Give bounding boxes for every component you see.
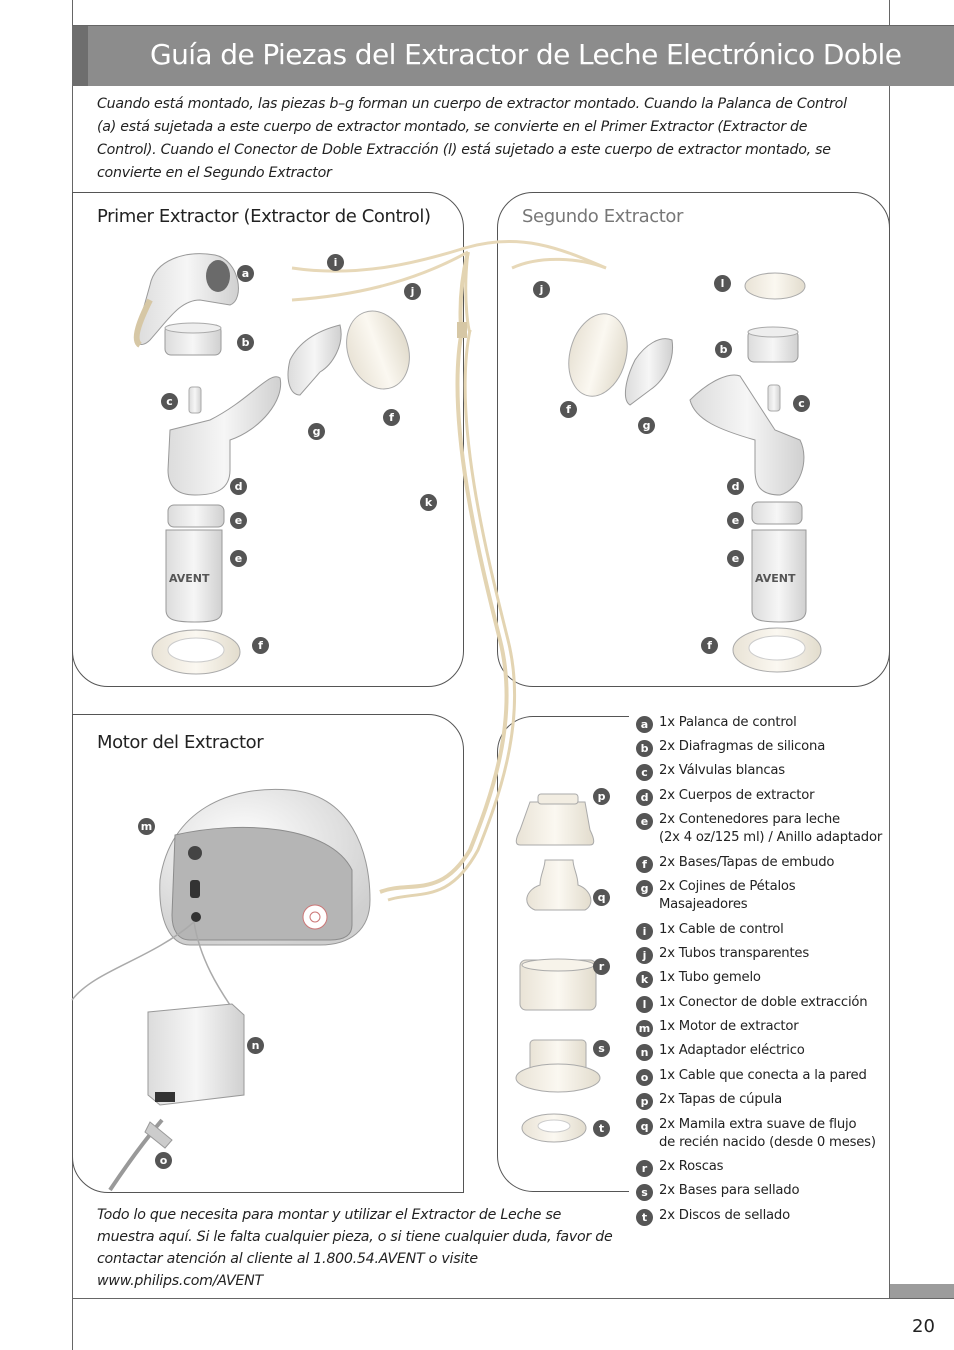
panel-second-pump <box>497 192 890 687</box>
marker-f2-second: f <box>701 637 718 654</box>
marker-p: p <box>593 788 610 805</box>
marker-r: r <box>593 958 610 975</box>
marker-b-second: b <box>715 341 732 358</box>
marker-a-first: a <box>237 265 254 282</box>
marker-f-first: f <box>252 637 269 654</box>
panel-motor <box>72 714 464 1193</box>
marker-e2-second: e <box>727 550 744 567</box>
marker-j-second: j <box>533 281 550 298</box>
marker-c-second: c <box>793 395 810 412</box>
top-rule <box>72 25 954 26</box>
footer-note: Todo lo que necesita para montar y utili… <box>97 1207 613 1289</box>
marker-f-second: f <box>560 401 577 418</box>
bottom-rule <box>72 1298 954 1299</box>
intro-text: Cuando está montado, las piezas b–g form… <box>97 96 847 181</box>
marker-k: k <box>420 494 437 511</box>
marker-n: n <box>247 1037 264 1054</box>
marker-d-first: d <box>230 478 247 495</box>
marker-b-first: b <box>237 334 254 351</box>
marker-c-first: c <box>161 393 178 410</box>
page-number: 20 <box>912 1316 935 1337</box>
power-adapter-illustration <box>147 1003 245 1106</box>
left-margin-rule <box>72 0 73 1350</box>
marker-q: q <box>593 889 610 906</box>
marker-d-second: d <box>727 478 744 495</box>
panel-bottle-parts <box>497 716 629 1192</box>
pump-body-illustration <box>167 376 282 496</box>
marker-g-first: g <box>308 423 325 440</box>
panel-second-title: Segundo Extractor <box>522 206 683 227</box>
marker-m: m <box>138 818 155 835</box>
marker-j-first: j <box>404 283 421 300</box>
title-accent <box>72 26 88 86</box>
marker-e-second: e <box>727 512 744 529</box>
brand-logo-first: AVENT <box>169 572 210 585</box>
brand-logo-second: AVENT <box>755 572 796 585</box>
panel-first-pump <box>72 192 464 687</box>
marker-o: o <box>155 1152 172 1169</box>
marker-l: l <box>714 275 731 292</box>
marker-e2-first: e <box>230 550 247 567</box>
marker-g-second: g <box>638 417 655 434</box>
page-title: Guía de Piezas del Extractor de Leche El… <box>150 38 902 71</box>
marker-e-first: e <box>230 512 247 529</box>
marker-s: s <box>593 1040 610 1057</box>
page-tab <box>890 1284 954 1298</box>
marker-f2-first: f <box>383 409 400 426</box>
marker-i: i <box>327 254 344 271</box>
panel-motor-title: Motor del Extractor <box>97 732 264 753</box>
panel-first-title: Primer Extractor (Extractor de Control) <box>97 206 431 227</box>
title-bar: Guía de Piezas del Extractor de Leche El… <box>72 26 954 86</box>
marker-t: t <box>593 1120 610 1137</box>
